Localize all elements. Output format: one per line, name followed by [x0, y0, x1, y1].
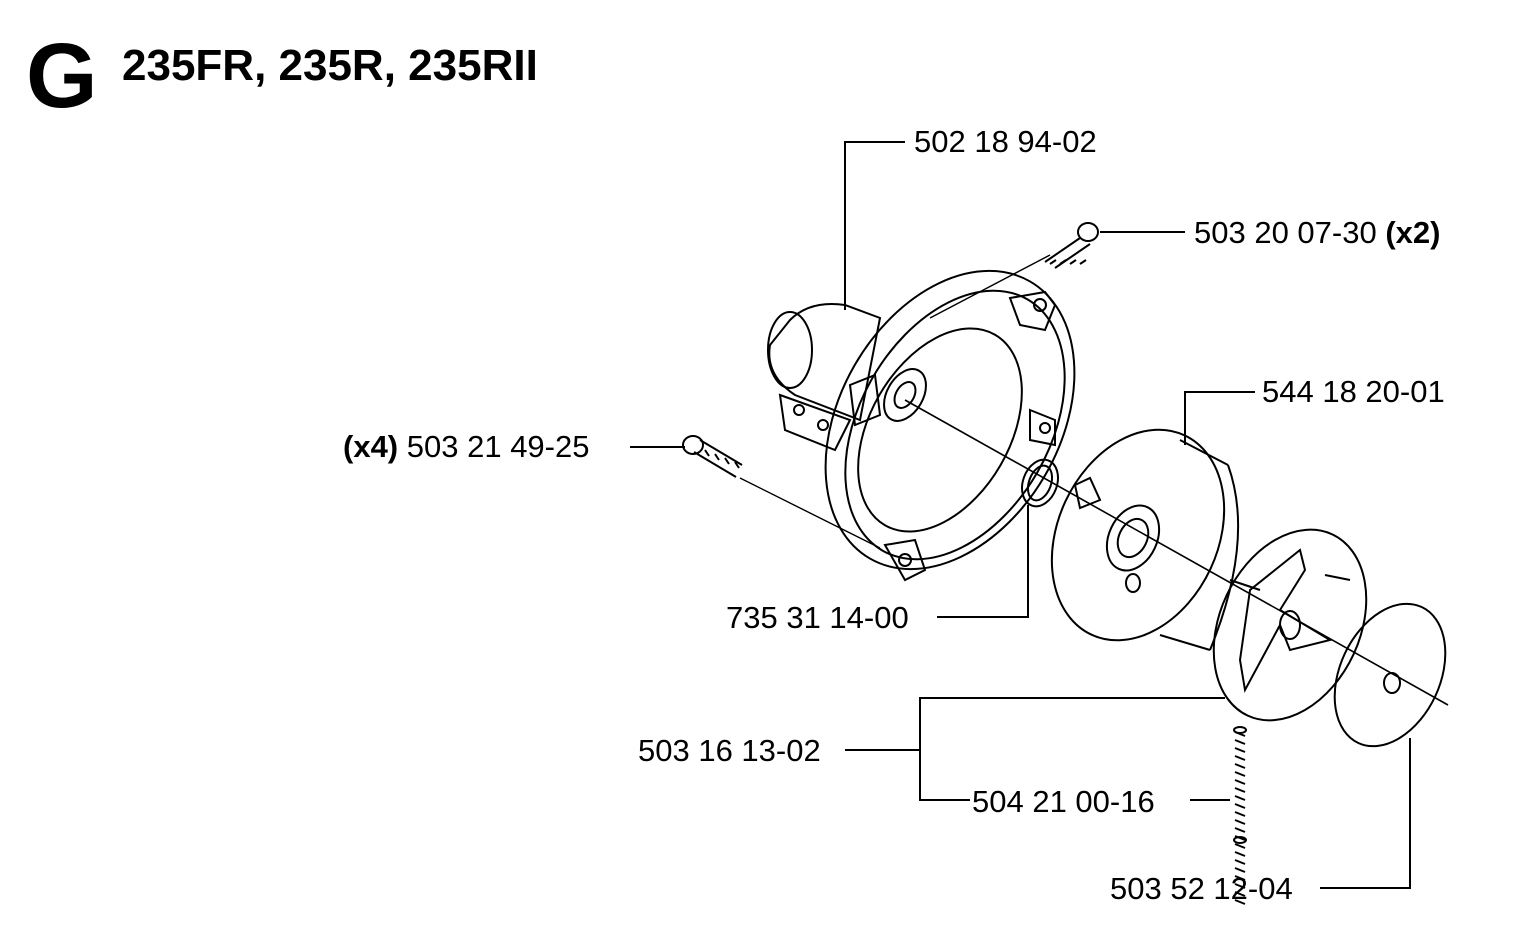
part-label-clutch-drum: 544 18 20-01	[1262, 374, 1445, 409]
part-label-clutch-shoe: 503 16 13-02	[638, 733, 821, 768]
leader-clutch-shoe	[845, 697, 1225, 751]
part-label-housing-screw-group: 503 20 07-30 (x2)	[1194, 217, 1440, 248]
clutch-drum-drawing	[1050, 428, 1240, 651]
clutch-spring-drawing	[1233, 726, 1247, 905]
washer-drawing	[1333, 602, 1447, 748]
part-qty-housing-screw: (x2)	[1385, 215, 1441, 250]
part-label-housing-screw: 503 20 07-30	[1194, 215, 1377, 250]
part-qty-flange-screw: (x4)	[343, 429, 399, 464]
screw-axis-upper	[929, 254, 1051, 319]
flange-screw-drawing	[682, 435, 743, 478]
gear-housing-drawing	[767, 269, 1076, 582]
o-ring-drawing	[1021, 458, 1059, 508]
part-label-flange-screw: 503 21 49-25	[406, 429, 590, 464]
part-label-washer: 503 52 12-04	[1110, 871, 1293, 906]
assembly-axis	[904, 399, 1449, 706]
part-label-gear-housing: 502 18 94-02	[914, 124, 1097, 159]
page-title: 235FR, 235R, 235RII	[122, 41, 538, 90]
leader-clutch-spring	[919, 750, 970, 801]
part-label-o-ring: 735 31 14-00	[726, 600, 909, 635]
clutch-shoe-drawing	[1212, 528, 1368, 722]
leader-clutch-drum	[1184, 391, 1255, 445]
part-label-clutch-spring: 504 21 00-16	[972, 784, 1155, 819]
leader-o-ring	[937, 505, 1029, 618]
part-label-flange-screw-group: (x4) 503 21 49-25	[343, 431, 589, 462]
leader-washer	[1320, 738, 1411, 889]
section-letter: G	[26, 25, 98, 127]
leader-gear-housing	[844, 141, 905, 310]
screw-axis-lower	[739, 477, 881, 549]
housing-screw-drawing	[1044, 222, 1099, 269]
